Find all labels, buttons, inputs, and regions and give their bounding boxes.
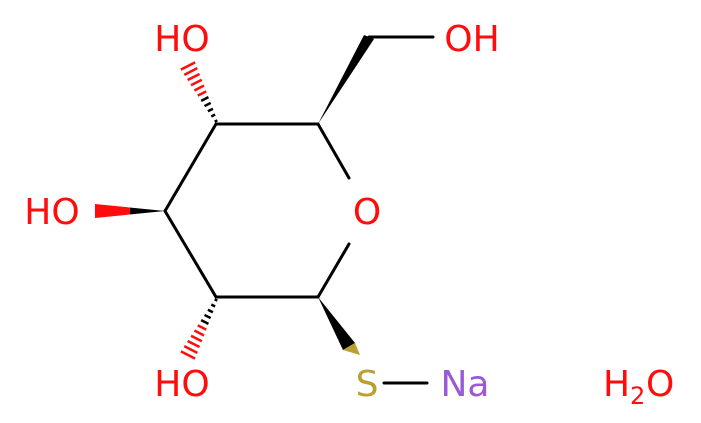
hash-segment (200, 96, 210, 102)
wedge-c3-oh (95, 204, 165, 218)
label-ring-o: O (353, 192, 381, 233)
atom-labels: HO OH HO O HO S Na (24, 19, 499, 405)
bond-c3-c2 (163, 209, 218, 299)
label-ho-bottom: HO (154, 364, 209, 405)
wedge-c5-c6 (318, 35, 374, 124)
hash-segment (210, 303, 216, 308)
hash-segment (200, 319, 210, 325)
hash-segment (190, 78, 203, 87)
wedge-bonds (95, 35, 374, 355)
hash-segment (203, 313, 212, 320)
hash-segment (187, 72, 201, 82)
water-h: H (603, 364, 630, 405)
label-oh-ch2: OH (444, 19, 499, 60)
hash-segment (190, 334, 203, 343)
bond-ring-o-c1 (316, 242, 351, 299)
label-sodium: Na (441, 364, 490, 405)
water-subscript: 2 (630, 382, 645, 410)
hash-segment (193, 329, 205, 337)
label-ho-left: HO (24, 192, 79, 233)
bond-c4-c3 (163, 122, 218, 213)
hash-segment (203, 101, 212, 108)
plain-bonds (163, 35, 435, 385)
hash-c4-oh (180, 61, 218, 123)
hash-segment (197, 90, 207, 97)
hash-segment (197, 324, 207, 331)
hash-bonds (180, 61, 218, 360)
hash-segment (214, 119, 218, 123)
hash-segment (187, 339, 201, 349)
hash-segment (180, 61, 196, 71)
label-sulfur: S (356, 364, 379, 405)
hash-segment (214, 298, 218, 302)
hash-segment (183, 67, 198, 76)
hash-segment (180, 350, 196, 360)
wedge-c1-s (318, 297, 355, 350)
hash-c2-oh (180, 298, 218, 360)
wedge-s-tail (343, 343, 360, 355)
hash-segment (210, 113, 216, 118)
label-ho-top: HO (154, 19, 209, 60)
bond-c5-ring-o (316, 122, 351, 180)
hash-segment (207, 308, 214, 314)
hash-segment (183, 345, 198, 354)
water-label: H 2 O (603, 364, 674, 410)
hash-segment (193, 84, 205, 92)
hash-segment (207, 107, 214, 113)
water-o: O (646, 364, 674, 405)
